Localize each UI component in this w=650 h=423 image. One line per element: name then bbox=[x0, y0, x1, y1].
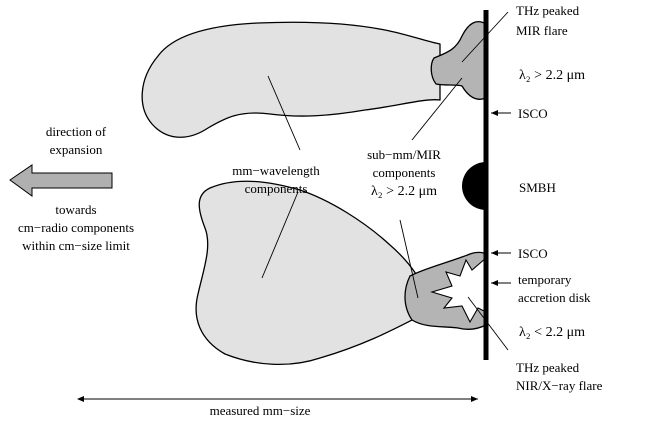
thz-nir-label-1: THz peaked bbox=[516, 360, 580, 375]
mm-components-label-1: mm−wavelength bbox=[232, 163, 320, 178]
isco-upper-label: ISCO bbox=[518, 106, 548, 121]
smbh-disc bbox=[462, 162, 486, 210]
smbh-label: SMBH bbox=[519, 180, 556, 195]
mm-components-label-2: components bbox=[245, 181, 308, 196]
temp-disk-label-1: temporary bbox=[518, 272, 572, 287]
towards-label-3: within cm−size limit bbox=[22, 238, 130, 253]
towards-label-1: towards bbox=[55, 202, 96, 217]
temp-disk-label-2: accretion disk bbox=[518, 290, 591, 305]
towards-label-2: cm−radio components bbox=[18, 220, 134, 235]
measured-size-label: measured mm−size bbox=[210, 403, 311, 418]
submm-label-1: sub−mm/MIR bbox=[367, 147, 441, 162]
lambda-lower-label: λ₂ < 2.2 μm bbox=[519, 325, 585, 340]
lambda-upper-label: λ₂ > 2.2 μm bbox=[519, 68, 585, 83]
thz-mir-label-2: MIR flare bbox=[516, 23, 568, 38]
direction-label-1: direction of bbox=[46, 124, 107, 139]
expansion-arrow-icon bbox=[10, 165, 112, 196]
upper-mm-blob bbox=[142, 22, 440, 137]
submm-label-3: λ₂ > 2.2 μm bbox=[371, 184, 437, 199]
thz-mir-label-1: THz peaked bbox=[516, 3, 580, 18]
lower-mm-blob bbox=[196, 181, 420, 364]
submm-label-2: components bbox=[373, 165, 436, 180]
direction-label-2: expansion bbox=[50, 142, 103, 157]
isco-lower-label: ISCO bbox=[518, 246, 548, 261]
thz-nir-label-2: NIR/X−ray flare bbox=[516, 378, 603, 393]
